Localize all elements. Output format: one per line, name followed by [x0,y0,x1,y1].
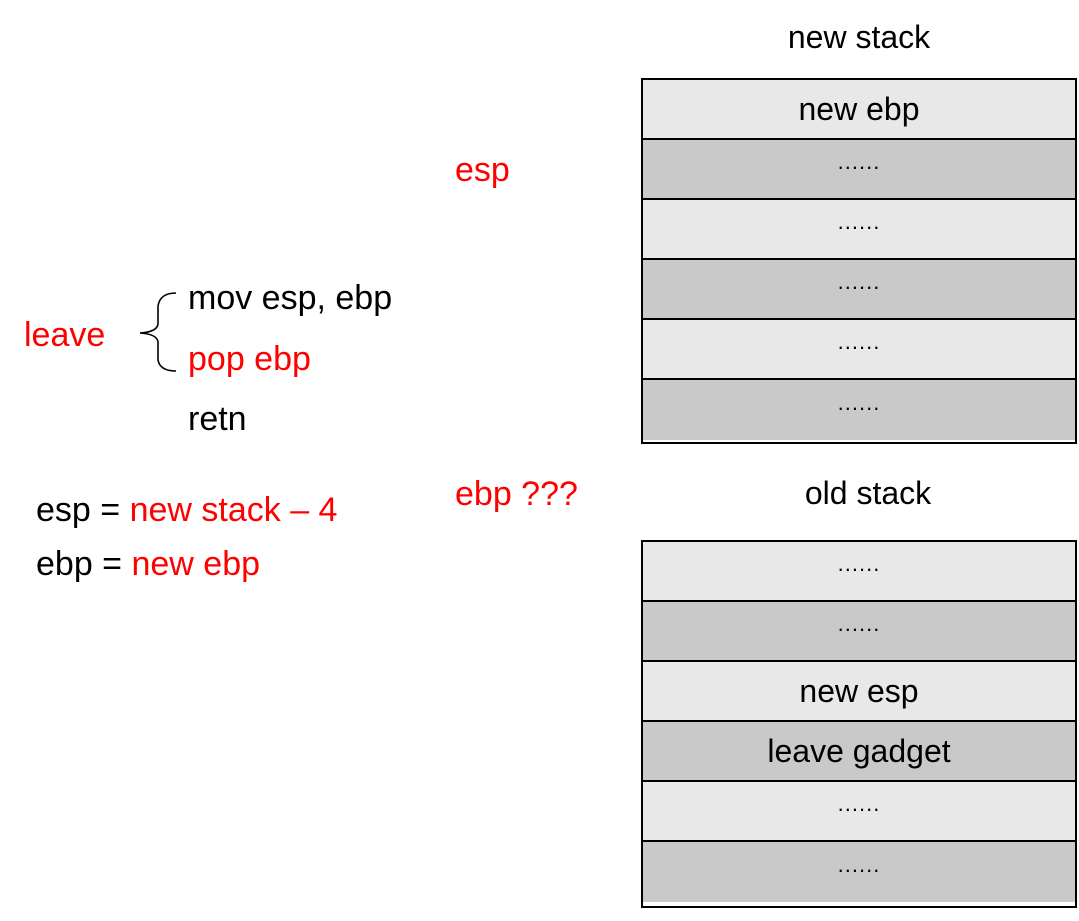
esp-equation-value: new stack – 4 [129,491,338,529]
instruction-retn: retn [188,400,247,438]
new-stack-cell: ...... [643,200,1075,260]
ebp-equation-value: new ebp [131,545,261,583]
old-stack-cell: leave gadget [643,722,1075,782]
new-stack-cell: ...... [643,380,1075,440]
old-stack-cell: ...... [643,782,1075,842]
new-stack-cell: ...... [643,320,1075,380]
esp-pointer-label: esp [455,151,510,189]
esp-equation: esp = new stack – 4 [36,493,337,527]
new-stack-cell: new ebp [643,80,1075,140]
old-stack-cell: new esp [643,662,1075,722]
new-stack-cell: ...... [643,140,1075,200]
new-stack-cell: ...... [643,260,1075,320]
instruction-mov: mov esp, ebp [188,279,393,317]
instruction-pop: pop ebp [188,340,311,378]
ebp-pointer-label: ebp ??? [455,475,578,513]
new-stack: new ebp ...... ...... ...... ...... ....… [641,78,1077,444]
brace-icon [139,292,177,372]
old-stack-cell: ...... [643,842,1075,902]
new-stack-title: new stack [787,19,931,55]
ebp-equation-prefix: ebp = [36,545,132,583]
ebp-equation: ebp = new ebp [36,547,260,581]
old-stack: ...... ...... new esp leave gadget .....… [641,540,1077,908]
esp-equation-prefix: esp = [36,491,130,529]
old-stack-title: old stack [804,475,932,511]
old-stack-cell: ...... [643,602,1075,662]
leave-label: leave [24,316,106,354]
old-stack-cell: ...... [643,542,1075,602]
